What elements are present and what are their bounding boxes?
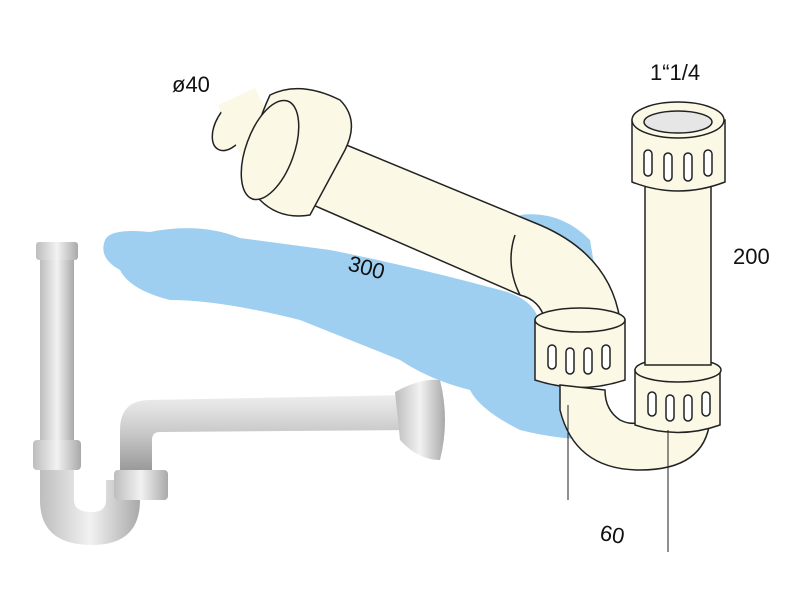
photo-siphon [33,242,445,545]
outlet-thread-label: 1“1/4 [650,60,701,85]
pipe-drawing [211,87,726,471]
inlet-diameter-label: ø40 [172,72,210,97]
vertical-length-label: 200 [733,244,770,269]
blue-shadow [103,228,600,440]
offset-label: 60 [598,520,627,549]
